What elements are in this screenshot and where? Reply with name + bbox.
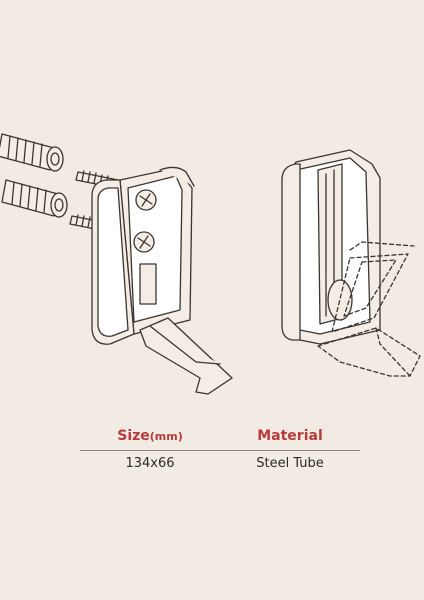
hook-assembled: [91, 166, 233, 395]
spec-table: Size(mm) Material 134x66 Steel Tube: [80, 425, 360, 473]
hook-dashed-open: [317, 241, 421, 377]
hook-folded: [281, 149, 381, 345]
spec-header-row: Size(mm) Material: [80, 425, 360, 448]
spec-divider: [80, 450, 360, 451]
product-illustration: [0, 133, 421, 395]
wall-plug-top: [0, 133, 64, 172]
size-header: Size(mm): [80, 425, 220, 448]
wall-plug-bottom: [1, 179, 68, 218]
spec-value-row: 134x66 Steel Tube: [80, 455, 360, 473]
size-value: 134x66: [125, 456, 175, 471]
size-header-unit: (mm): [149, 430, 183, 443]
material-value: Steel Tube: [256, 456, 324, 471]
size-header-label: Size: [117, 428, 150, 444]
material-header: Material: [257, 428, 323, 444]
